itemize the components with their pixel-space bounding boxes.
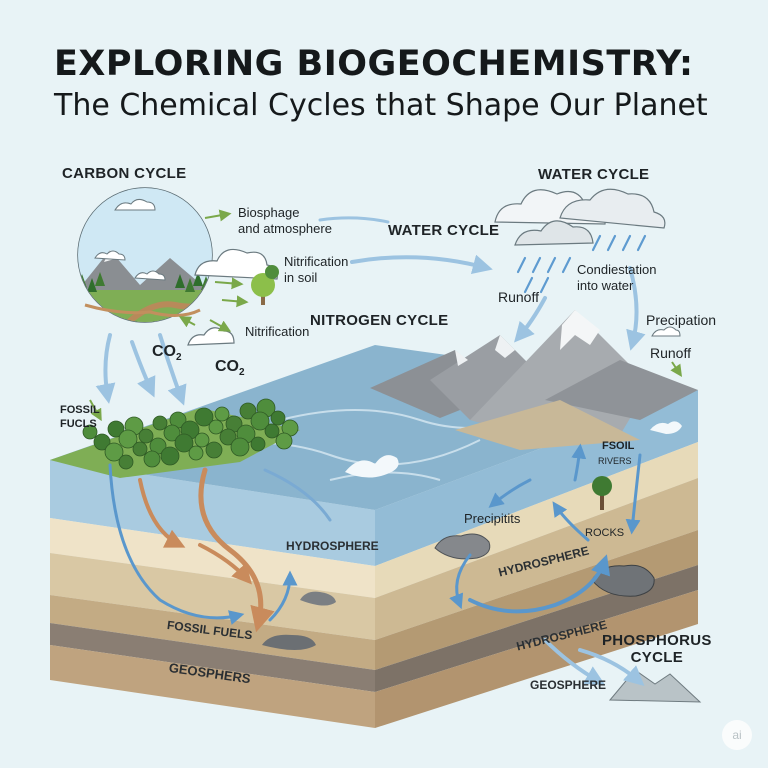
water-cycle-mid-label: WATER CYCLE xyxy=(388,222,500,239)
nitrogen-cycle-label: NITROGEN CYCLE xyxy=(310,312,449,329)
runoff-right-label: Runoff xyxy=(650,345,691,361)
forest-trees xyxy=(82,398,299,470)
cycle-arrows xyxy=(95,216,646,686)
geosphere-label: GEOSPHERE xyxy=(530,678,607,692)
co2-label-a: CO2 xyxy=(152,343,182,364)
biosphage-label: Biosphage and atmosphere xyxy=(238,205,332,236)
nitrogen-arrows xyxy=(89,209,682,422)
mountains xyxy=(370,310,698,450)
carbon-scene-circle xyxy=(77,187,213,323)
fossil-fucls-label: FOSSIL FUCLS xyxy=(60,404,100,430)
co2-label-b: CO2 xyxy=(215,358,245,379)
precipation-label: Precipation xyxy=(646,312,717,328)
carbon-cycle-label: CARBON CYCLE xyxy=(62,165,187,182)
hydrosphere-left-label: HYDROSPHERE xyxy=(286,539,379,553)
page-subtitle: The Chemical Cycles that Shape Our Plane… xyxy=(54,88,708,123)
rain-streaks xyxy=(516,234,647,294)
condiestation-label: Condiestation into water xyxy=(577,262,657,293)
nitrification-soil-label: Nitrification in soil xyxy=(284,254,349,285)
front-strata xyxy=(50,460,375,728)
phosphorus-cycle-label: PHOSPHORUS CYCLE xyxy=(602,632,712,666)
runoff-left-label: Runoff xyxy=(498,289,539,305)
water-cycle-top-label: WATER CYCLE xyxy=(538,166,650,183)
nitrogen-clouds xyxy=(187,248,279,346)
storm-clouds xyxy=(494,188,666,246)
fsoil-label: FSOIL xyxy=(602,440,635,452)
precipitits-label: Precipitits xyxy=(464,511,521,526)
ai-badge: ai xyxy=(722,720,752,750)
rivers-label: RIVERS xyxy=(598,456,632,466)
page-title: EXPLORING BIOGEOCHEMISTRY: xyxy=(54,44,694,84)
rocks-label: ROCKS xyxy=(585,527,625,539)
nitrification-label: Nitrification xyxy=(245,324,310,339)
